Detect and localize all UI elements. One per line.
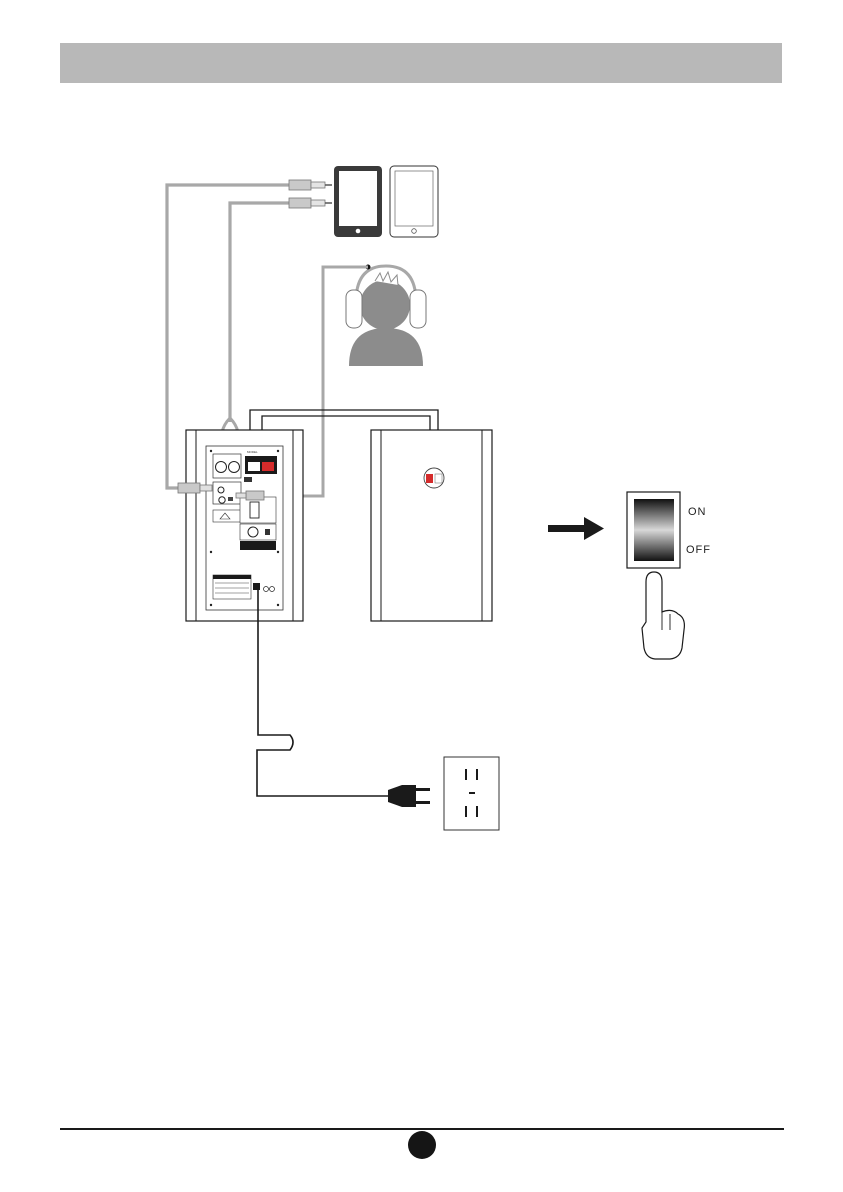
switch-on-label: ON bbox=[688, 506, 707, 518]
speaker-rear-panel: MODEL bbox=[186, 430, 303, 621]
wall-outlet-icon bbox=[444, 757, 499, 830]
power-switch-icon bbox=[627, 492, 680, 568]
arrow-right-icon bbox=[548, 517, 604, 540]
page-number-dot bbox=[408, 1131, 436, 1159]
rca-connector-icon bbox=[289, 198, 332, 208]
rca-connector-icon bbox=[289, 180, 332, 190]
person-with-headphones-icon bbox=[346, 265, 426, 367]
power-plug-icon bbox=[388, 785, 430, 807]
tablet-icon bbox=[334, 166, 382, 237]
svg-text:MODEL: MODEL bbox=[247, 450, 258, 454]
switch-off-label: OFF bbox=[686, 544, 711, 556]
pointing-hand-icon bbox=[642, 572, 684, 659]
footer-rule bbox=[60, 1128, 784, 1130]
tablet-icon bbox=[390, 166, 438, 237]
speaker-side-panel bbox=[371, 430, 492, 621]
